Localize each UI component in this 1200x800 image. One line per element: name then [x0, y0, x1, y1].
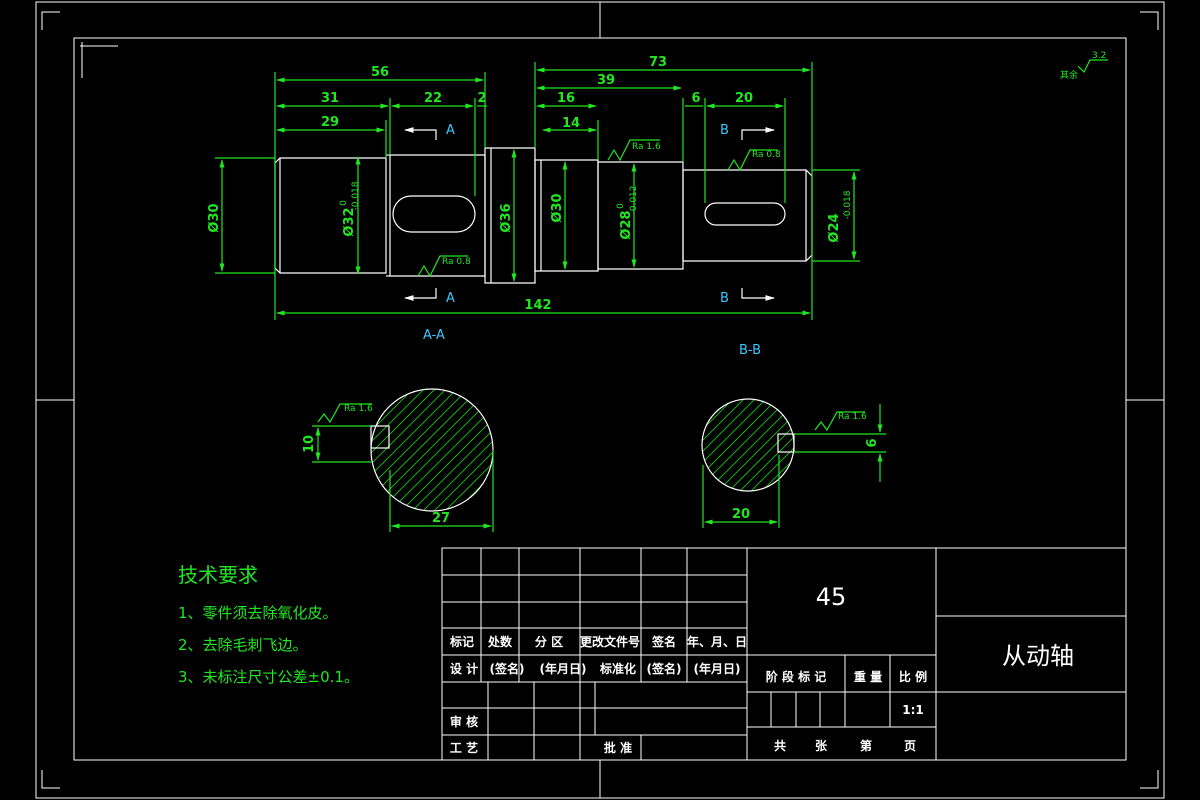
dim-56: 56 [371, 65, 389, 80]
dim-dia28-tol-low: -0.012 [629, 185, 639, 214]
dim-31: 31 [321, 91, 339, 106]
dim-14: 14 [562, 116, 580, 131]
ra16-sec-a-label: Ra 1.6 [344, 404, 373, 414]
tech-req-item-2: 2、去除毛刺飞边。 [178, 636, 308, 654]
section-b-bottom-label: B [720, 291, 729, 306]
view-aa-label: A-A [423, 328, 445, 343]
length-dimensions [274, 62, 813, 320]
diameter-dimensions [215, 149, 860, 282]
view-bb-label: B-B [739, 343, 761, 358]
tb-standard-date: (年月日) [694, 661, 741, 676]
tb-standard: 标准化 [599, 661, 636, 676]
dim-dia32-tol-low: -0.018 [351, 181, 361, 210]
tb-design: 设 计 [450, 661, 478, 676]
section-b-top-label: B [720, 123, 729, 138]
dim-6: 6 [691, 91, 700, 106]
section-a-view [312, 388, 494, 532]
roughness-mark: 3.2 [1092, 51, 1106, 61]
ra16-sec-b-label: Ra 1.6 [838, 412, 867, 422]
tb-sheets-total: 共 [774, 738, 786, 753]
ra16-label: Ra 1.6 [632, 142, 661, 152]
tech-req-item-1: 1、零件须去除氧化皮。 [178, 604, 338, 622]
tb-zone: 分 区 [535, 634, 563, 649]
dim-dia28: Ø28 [619, 210, 634, 239]
tb-sheet-no: 第 [860, 738, 872, 753]
dim-29: 29 [321, 115, 339, 130]
dim-2: 2 [477, 91, 486, 106]
dim-dia24-tol-low: -0.018 [843, 190, 853, 219]
tb-sheets-unit: 张 [815, 738, 828, 753]
tb-design-date: (年月日) [540, 661, 587, 676]
dim-dia24: Ø24 [827, 213, 842, 242]
ra08-a-label: Ra 0.8 [442, 257, 471, 267]
dim-dia30-left: Ø30 [207, 203, 222, 232]
dim-16: 16 [557, 91, 575, 106]
dim-dia32: Ø32 [342, 207, 357, 236]
tb-standard-sign: (签名) [647, 661, 682, 676]
tb-design-sign: (签名) [490, 661, 525, 676]
dim-section-b-len: 20 [732, 507, 750, 522]
section-labels: A A B B A-A B-B [423, 123, 761, 358]
roughness-symbols [317, 59, 1108, 432]
section-a-bottom-label: A [446, 291, 455, 306]
tb-material: 45 [816, 583, 847, 611]
tb-count: 处数 [487, 634, 513, 649]
ra08-b-label: Ra 0.8 [752, 150, 781, 160]
roughness-labels: Ra 1.6 Ra 0.8 Ra 0.8 Ra 1.6 Ra 1.6 3.2 其… [344, 51, 1106, 422]
tb-stage: 阶 段 标 记 [766, 669, 827, 684]
title-block-text: 标记 处数 分 区 更改文件号 签名 年、月、日 设 计 (签名) (年月日) … [449, 583, 1074, 755]
tb-weight: 重 量 [854, 669, 882, 684]
dimension-labels: 56 31 29 22 2 73 39 16 14 6 20 142 Ø30 Ø… [207, 55, 880, 526]
dim-dia36: Ø36 [499, 203, 514, 232]
dim-dia28-tol: 0 [616, 203, 626, 209]
section-cut-markers [404, 127, 775, 301]
roughness-note: 其余 [1060, 69, 1078, 81]
tb-sign: 签名 [651, 634, 676, 649]
dim-section-a-len: 27 [432, 511, 450, 526]
tb-part-name: 从动轴 [1002, 642, 1074, 670]
tech-req-item-3: 3、未标注尺寸公差±0.1。 [178, 668, 359, 686]
tb-ratio: 比 例 [899, 669, 927, 684]
tb-review: 审 核 [450, 714, 478, 729]
tech-requirements: 技术要求 1、零件须去除氧化皮。 2、去除毛刺飞边。 3、未标注尺寸公差±0.1… [178, 563, 359, 686]
tb-page: 页 [904, 739, 916, 753]
dim-39: 39 [597, 73, 615, 88]
tb-scale-value: 1:1 [902, 703, 924, 717]
tb-approve: 批 准 [604, 740, 632, 755]
tech-req-title: 技术要求 [178, 563, 258, 587]
section-a-top-label: A [446, 123, 455, 138]
dim-dia30-mid: Ø30 [550, 193, 565, 222]
title-block-grid [441, 547, 1127, 761]
tb-process: 工 艺 [450, 740, 478, 755]
dim-22: 22 [424, 91, 442, 106]
dim-section-a-width: 10 [302, 435, 317, 453]
dim-dia32-tol: 0 [339, 200, 349, 206]
dim-142: 142 [524, 298, 551, 313]
dim-section-b-width: 6 [865, 438, 880, 447]
tb-mark: 标记 [449, 634, 474, 649]
tb-change-doc: 更改文件号 [580, 634, 640, 649]
dim-73: 73 [649, 55, 667, 70]
tb-date: 年、月、日 [687, 634, 747, 649]
dim-20-top: 20 [735, 91, 753, 106]
